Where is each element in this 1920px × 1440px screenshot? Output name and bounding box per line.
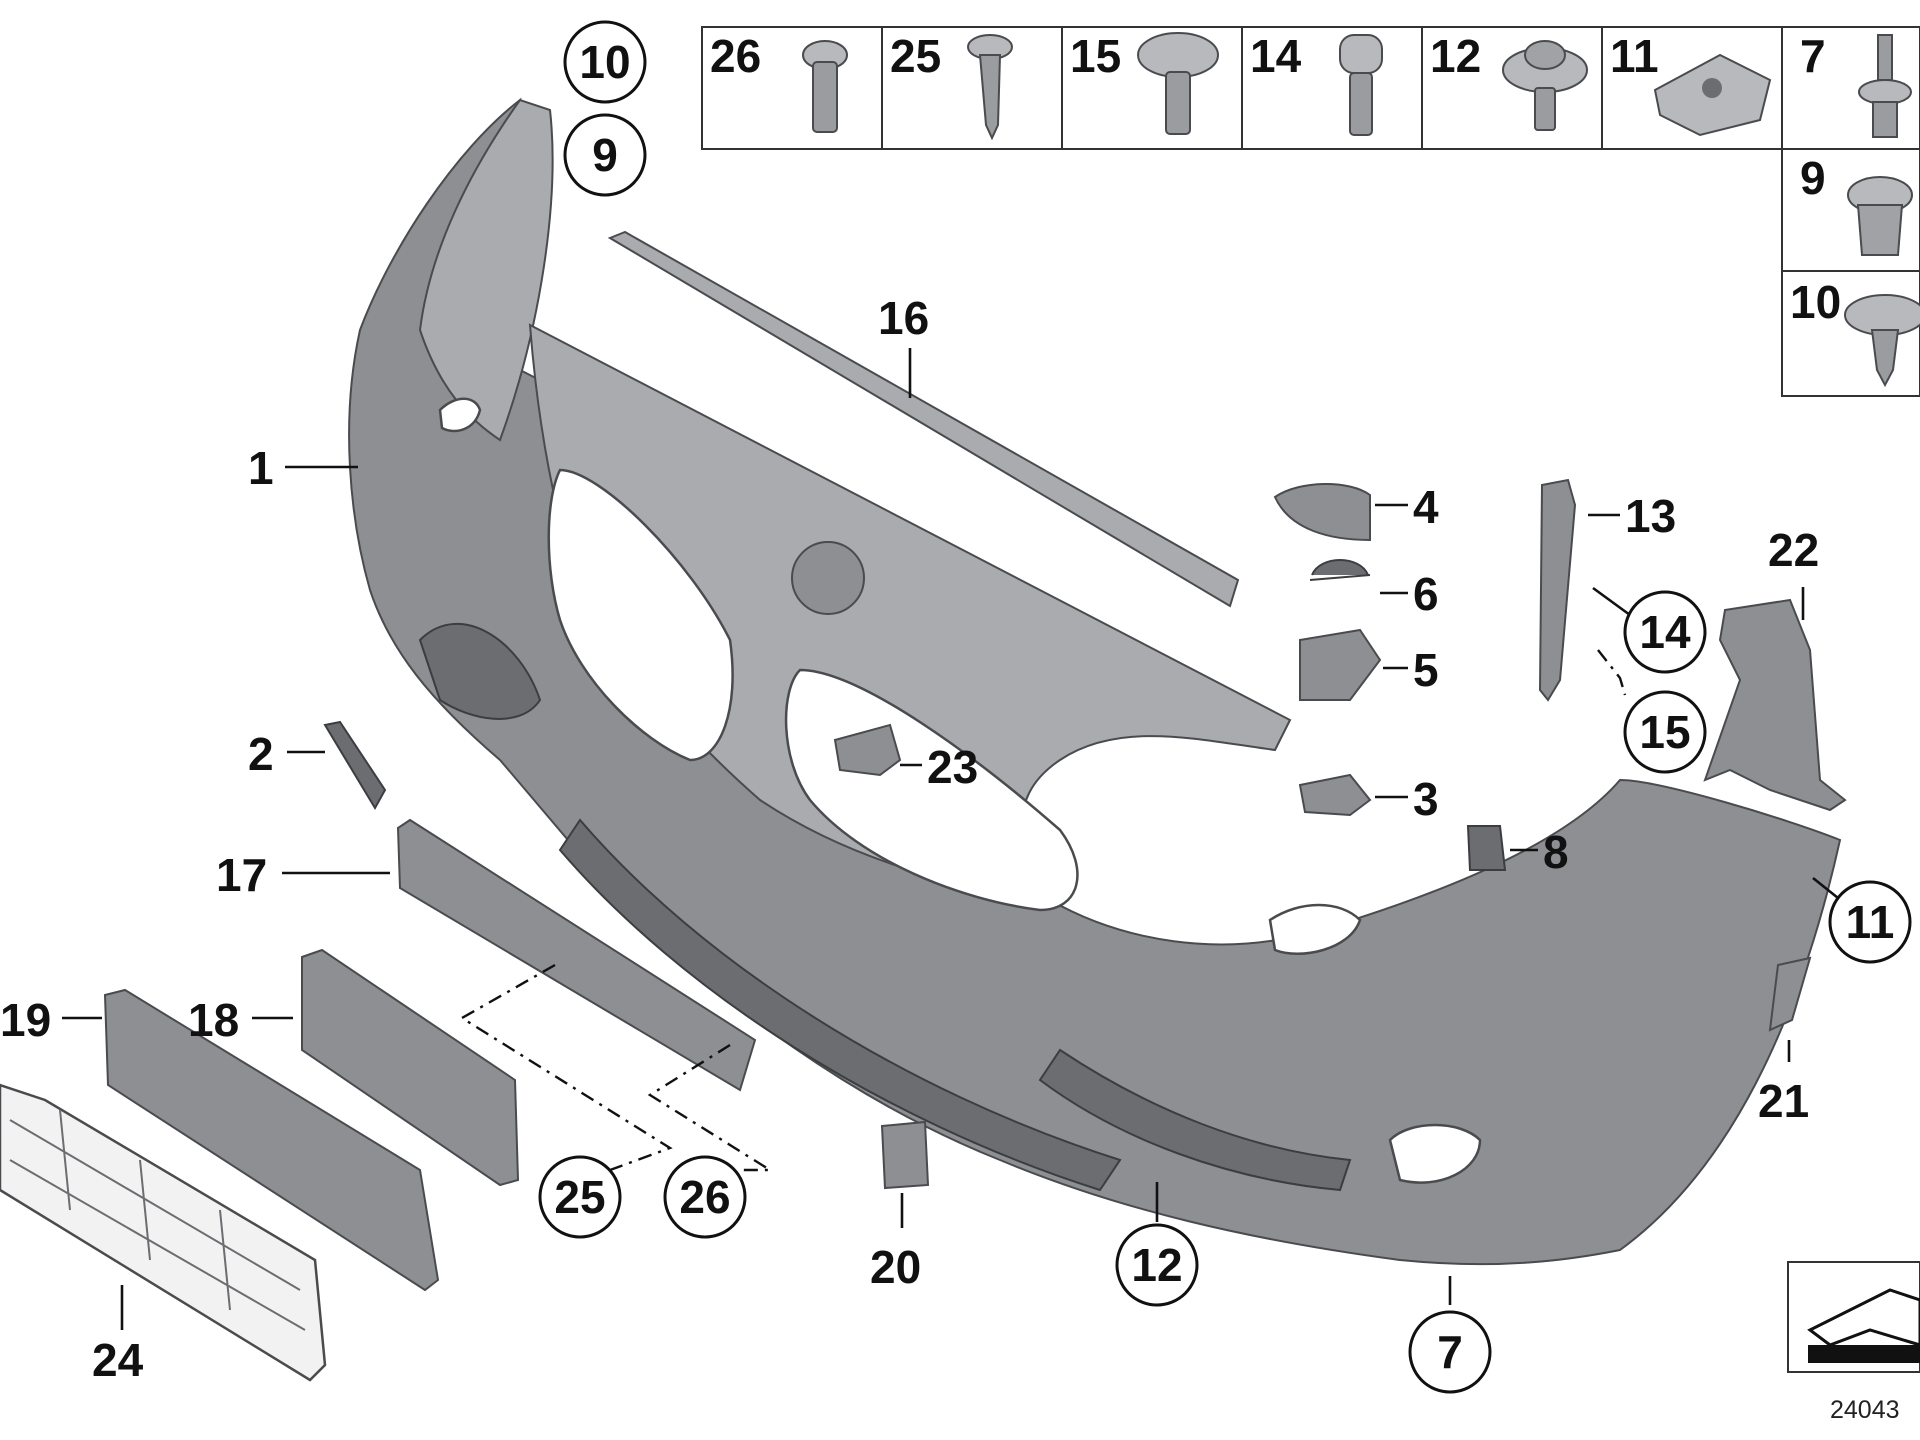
rivet-7-icon bbox=[1858, 34, 1912, 138]
part-6-spring bbox=[1309, 559, 1371, 581]
callout-circled-12: 12 bbox=[1131, 1239, 1182, 1291]
callouts-circled: 10 9 14 15 11 12 7 25 26 bbox=[538, 20, 1912, 1394]
part-22-bracket bbox=[1703, 598, 1847, 812]
upper-strip-16 bbox=[607, 230, 1240, 608]
part-20-clip bbox=[880, 1120, 930, 1190]
bumper-cover bbox=[348, 97, 1842, 1266]
part-3-sensor-holder bbox=[1298, 773, 1372, 817]
callout-18: 18 bbox=[188, 994, 239, 1046]
callout-24: 24 bbox=[92, 1334, 144, 1386]
callout-3: 3 bbox=[1413, 773, 1439, 825]
callout-circled-7: 7 bbox=[1437, 1326, 1463, 1378]
hw-label-11: 11 bbox=[1610, 30, 1659, 82]
hw-label-10: 10 bbox=[1790, 276, 1841, 328]
callout-1: 1 bbox=[248, 442, 274, 494]
part-4-cover bbox=[1273, 483, 1371, 542]
part-17-base bbox=[396, 818, 757, 1092]
part-21-guide bbox=[1768, 956, 1812, 1032]
callout-4: 4 bbox=[1413, 481, 1439, 533]
callout-23: 23 bbox=[927, 741, 978, 793]
screw-14-icon bbox=[1339, 34, 1383, 136]
part-5-bracket bbox=[1299, 628, 1382, 701]
part-8-clip bbox=[1466, 825, 1507, 871]
callout-2: 2 bbox=[248, 728, 274, 780]
callout-circled-15: 15 bbox=[1639, 706, 1690, 758]
part-23-bracket bbox=[833, 723, 902, 777]
clip-nut-11-icon bbox=[1653, 53, 1772, 137]
hw-label-25: 25 bbox=[890, 30, 941, 82]
expanding-nut-9-icon bbox=[1847, 176, 1913, 256]
callout-21: 21 bbox=[1758, 1075, 1809, 1127]
leader-lines bbox=[62, 348, 1839, 1330]
callout-8: 8 bbox=[1543, 826, 1569, 878]
callout-5: 5 bbox=[1413, 644, 1439, 696]
callout-17: 17 bbox=[216, 849, 267, 901]
part-24-mesh bbox=[0, 1083, 327, 1382]
hw-label-26: 26 bbox=[710, 30, 761, 82]
callout-circled-11: 11 bbox=[1846, 896, 1895, 948]
callout-circled-14: 14 bbox=[1639, 606, 1691, 658]
hardware-table: 26 25 15 14 12 11 7 9 10 bbox=[701, 26, 1920, 397]
part-18-plate-holder bbox=[301, 948, 520, 1187]
screw-25-icon bbox=[967, 34, 1013, 141]
bolt-12-icon bbox=[1502, 40, 1588, 131]
callout-circled-10: 10 bbox=[579, 36, 630, 88]
callout-20: 20 bbox=[870, 1241, 921, 1293]
callout-circled-26: 26 bbox=[679, 1171, 730, 1223]
callout-13: 13 bbox=[1625, 490, 1676, 542]
callouts-plain: 1 2 3 4 5 6 8 13 16 17 18 19 20 21 22 23… bbox=[0, 292, 1819, 1386]
upper-carrier-panel bbox=[528, 323, 1292, 912]
hw-label-12: 12 bbox=[1430, 30, 1481, 82]
callout-22: 22 bbox=[1768, 524, 1819, 576]
part-19-plate bbox=[103, 988, 440, 1292]
hw-label-7: 7 bbox=[1800, 30, 1826, 82]
vehicle-orientation-icon bbox=[1787, 1261, 1920, 1373]
hw-label-15: 15 bbox=[1070, 30, 1121, 82]
callout-6: 6 bbox=[1413, 568, 1439, 620]
callout-19: 19 bbox=[0, 994, 51, 1046]
screw-15-icon bbox=[1137, 32, 1219, 135]
push-rivet-10-icon bbox=[1844, 294, 1920, 388]
drawing-code: 24043 bbox=[1830, 1396, 1900, 1424]
callout-16: 16 bbox=[878, 292, 929, 344]
hw-label-9: 9 bbox=[1800, 152, 1826, 204]
callout-circled-25: 25 bbox=[554, 1171, 605, 1223]
hw-label-14: 14 bbox=[1250, 30, 1302, 82]
callout-circled-9: 9 bbox=[592, 129, 618, 181]
screw-26-icon bbox=[802, 40, 848, 133]
part-2-cover bbox=[323, 720, 387, 810]
part-13-strut bbox=[1538, 478, 1577, 702]
